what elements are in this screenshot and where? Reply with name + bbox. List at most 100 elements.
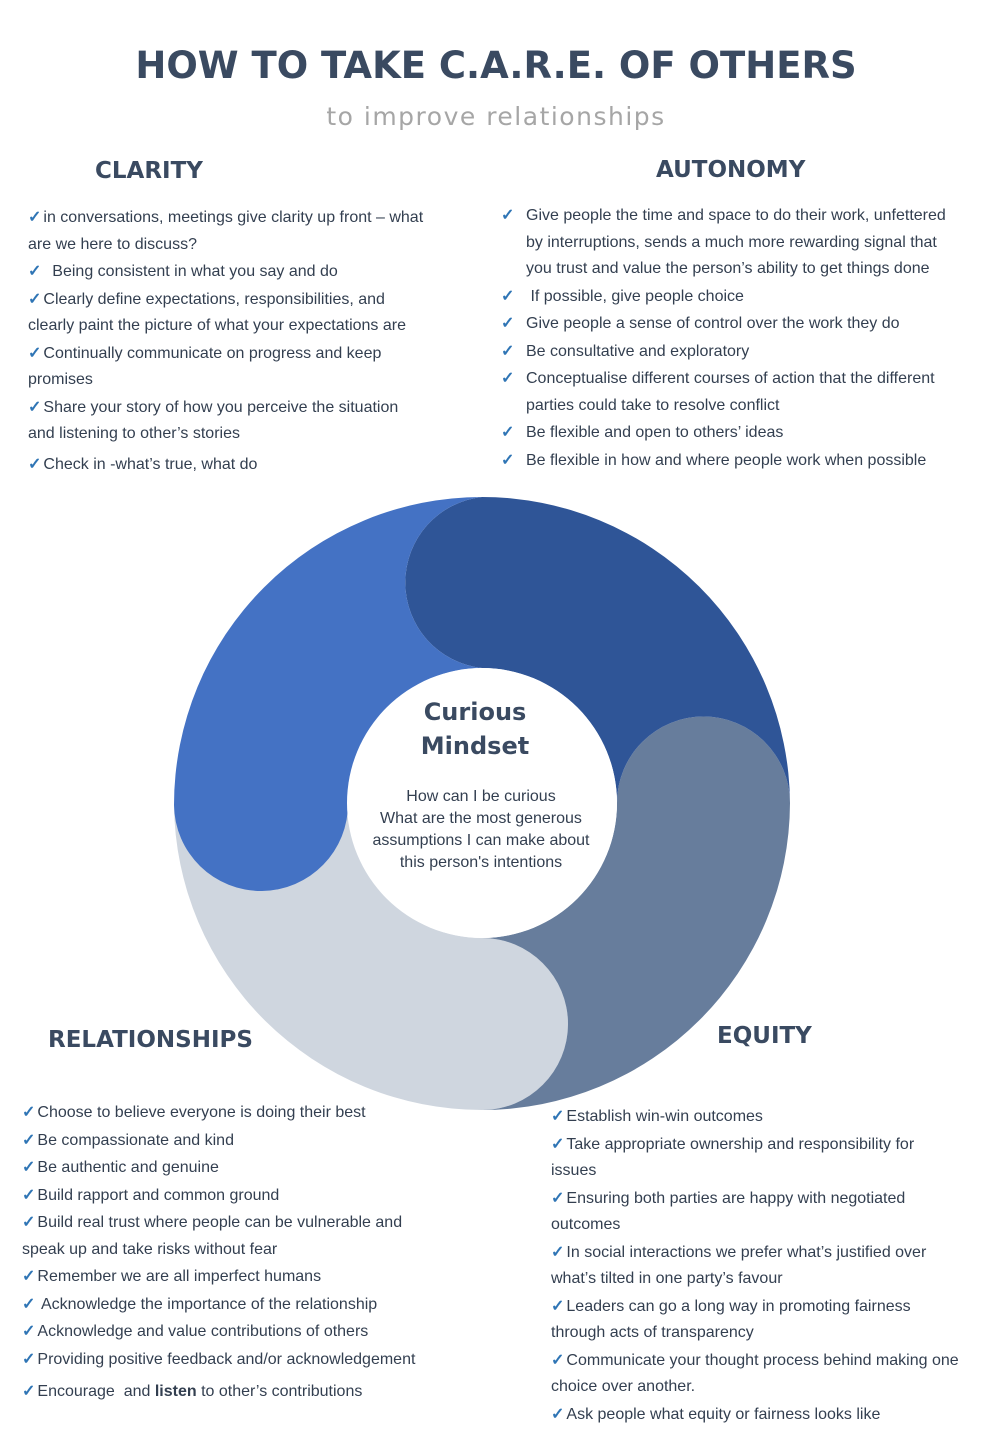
checkmark-icon: ✓	[28, 209, 42, 226]
checkmark-icon: ✓	[22, 1186, 36, 1204]
checkmark-icon: ✓	[28, 398, 42, 416]
checkmark-icon: ✓	[22, 1383, 36, 1400]
clarity-list: ✓in conversations, meetings give clarity…	[28, 205, 428, 479]
equity-item-text: Communicate your thought process behind …	[551, 1351, 964, 1396]
relationships-item-text: Providing positive feedback and/or ackno…	[37, 1350, 416, 1368]
equity-heading: EQUITY	[717, 1023, 812, 1049]
autonomy-item-text: Be consultative and exploratory	[526, 342, 750, 360]
autonomy-item-text: Conceptualise different courses of actio…	[526, 370, 940, 414]
relationships-list-item: ✓Be compassionate and kind	[22, 1128, 422, 1155]
relationships-list-item: ✓Acknowledge and value contributions of …	[22, 1319, 422, 1346]
checkmark-icon: ✓	[22, 1268, 36, 1285]
equity-list-item: ✓In social interactions we prefer what’s…	[551, 1240, 961, 1293]
clarity-item-text: Being consistent in what you say and do	[43, 263, 338, 280]
relationships-list-item: ✓Build real trust where people can be vu…	[22, 1210, 422, 1263]
relationships-list: ✓ Choose to believe everyone is doing the…	[22, 1100, 422, 1407]
checkmark-icon: ✓	[551, 1405, 565, 1423]
checkmark-icon: ✓	[501, 370, 515, 387]
autonomy-list-item: ✓ Be consultative and exploratory	[501, 339, 961, 366]
equity-item-text: In social interactions we prefer what’s …	[551, 1243, 931, 1288]
checkmark-icon: ✓	[501, 342, 515, 360]
relationships-item-text: Acknowledge the importance of the relati…	[37, 1295, 378, 1313]
clarity-item-text: Continually communicate on progress and …	[28, 344, 386, 389]
relationships-item-text: to other’s contributions	[196, 1383, 363, 1400]
checkmark-icon: ✓	[551, 1108, 565, 1125]
equity-list-item: ✓Establish win-win outcomes	[551, 1104, 961, 1131]
clarity-list-item: ✓in conversations, meetings give clarity…	[28, 205, 428, 258]
equity-list-item: ✓Communicate your thought process behind…	[551, 1348, 961, 1401]
center-question-line4: this person's intentions	[399, 854, 563, 871]
relationships-list-item: ✓Encourage and listen to other’s contrib…	[22, 1379, 422, 1406]
checkmark-icon: ✓	[551, 1135, 565, 1153]
equity-item-text: Ensuring both parties are happy with neg…	[551, 1189, 910, 1234]
checkmark-icon: ✓	[501, 451, 515, 469]
equity-list-item: ✓Ask people what equity or fairness look…	[551, 1402, 961, 1429]
checkmark-icon: ✓	[551, 1297, 565, 1315]
checkmark-icon: ✓	[28, 344, 42, 362]
clarity-heading: CLARITY	[95, 158, 203, 184]
equity-item-text: Ask people what equity or fairness looks…	[566, 1405, 881, 1423]
clarity-list-item: ✓Check in -what’s true, what do	[28, 452, 428, 479]
relationships-heading: RELATIONSHIPS	[48, 1027, 253, 1053]
autonomy-list-item: ✓Be flexible and open to others’ ideas	[501, 420, 961, 447]
clarity-item-text: Check in -what’s true, what do	[43, 455, 258, 473]
autonomy-list-item: ✓ Give people the time and space to do th…	[501, 203, 961, 283]
relationships-item-text: Build real trust where people can be vul…	[22, 1214, 407, 1258]
center-title-line2: Mindset	[420, 732, 530, 760]
relationships-list-item: ✓ Acknowledge the importance of the rela…	[22, 1292, 422, 1319]
autonomy-segment	[405, 497, 790, 803]
equity-segment	[482, 716, 790, 1110]
checkmark-icon: ✓	[501, 287, 515, 305]
relationships-list-item: ✓Remember we are all imperfect humans	[22, 1264, 422, 1291]
clarity-segment	[174, 497, 482, 892]
relationships-list-item: ✓Be authentic and genuine	[22, 1155, 422, 1182]
clarity-item-text: in conversations, meetings give clarity …	[28, 209, 428, 253]
equity-list: ✓Establish win-win outcomes✓Take appropr…	[551, 1104, 961, 1429]
checkmark-icon: ✓	[22, 1214, 36, 1231]
equity-list-item: ✓Leaders can go a long way in promoting …	[551, 1294, 961, 1347]
equity-item-text: Take appropriate ownership and responsib…	[551, 1135, 919, 1180]
relationships-item-text: Be authentic and genuine	[37, 1159, 219, 1176]
center-title-line1: Curious	[423, 698, 527, 726]
autonomy-list-item: ✓Give people a sense of control over the…	[501, 311, 961, 338]
clarity-list-item: ✓ Being consistent in what you say and d…	[28, 259, 428, 286]
clarity-list-item: ✓Clearly define expectations, responsibi…	[28, 287, 428, 340]
checkmark-icon: ✓	[28, 455, 42, 473]
center-title: Curious Mindset	[345, 695, 605, 763]
relationships-item-text: Choose to believe everyone is doing thei…	[37, 1104, 366, 1121]
checkmark-icon: ✓	[22, 1323, 36, 1340]
checkmark-icon: ✓	[28, 263, 42, 280]
autonomy-item-text: If possible, give people choice	[526, 287, 744, 305]
checkmark-icon: ✓	[501, 315, 515, 332]
checkmark-icon: ✓	[28, 290, 42, 308]
center-circle	[347, 668, 617, 938]
autonomy-list-item: ✓ If possible, give people choice	[501, 284, 961, 311]
relationships-list-item: ✓Choose to believe everyone is doing the…	[22, 1100, 422, 1127]
relationships-list-item: ✓Providing positive feedback and/or ackn…	[22, 1347, 422, 1374]
equity-item-text: Leaders can go a long way in promoting f…	[551, 1297, 916, 1342]
listen-emphasis: listen	[154, 1383, 197, 1400]
relationships-item-text: Acknowledge and value contributions of o…	[37, 1323, 369, 1340]
checkmark-icon: ✓	[22, 1159, 36, 1176]
autonomy-item-text: Give people the time and space to do the…	[526, 207, 951, 277]
clarity-item-text: Clearly define expectations, responsibil…	[28, 290, 406, 335]
center-question-line2: What are the most generous	[380, 810, 582, 827]
clarity-list-item: ✓Continually communicate on progress and…	[28, 341, 428, 394]
equity-list-item: ✓Ensuring both parties are happy with ne…	[551, 1186, 961, 1239]
checkmark-icon: ✓	[501, 207, 515, 224]
equity-item-text: Establish win-win outcomes	[566, 1108, 763, 1125]
checkmark-icon: ✓	[551, 1351, 565, 1369]
checkmark-icon: ✓	[551, 1243, 565, 1261]
center-question: How can I be curious What are the most g…	[350, 786, 612, 874]
relationships-item-text: Encourage and	[37, 1383, 155, 1400]
autonomy-heading: AUTONOMY	[656, 157, 806, 183]
autonomy-item-text: Be flexible and open to others’ ideas	[526, 424, 784, 441]
relationships-item-text: Build rapport and common ground	[37, 1186, 280, 1204]
autonomy-list-item: ✓Be flexible in how and where people wor…	[501, 448, 961, 475]
clarity-list-item: ✓Share your story of how you perceive th…	[28, 395, 428, 448]
equity-list-item: ✓Take appropriate ownership and responsi…	[551, 1132, 961, 1185]
page-subtitle: to improve relationships	[326, 102, 666, 131]
relationships-list-item: ✓Build rapport and common ground	[22, 1183, 422, 1210]
checkmark-icon: ✓	[551, 1189, 565, 1207]
relationships-item-text: Remember we are all imperfect humans	[37, 1268, 322, 1285]
